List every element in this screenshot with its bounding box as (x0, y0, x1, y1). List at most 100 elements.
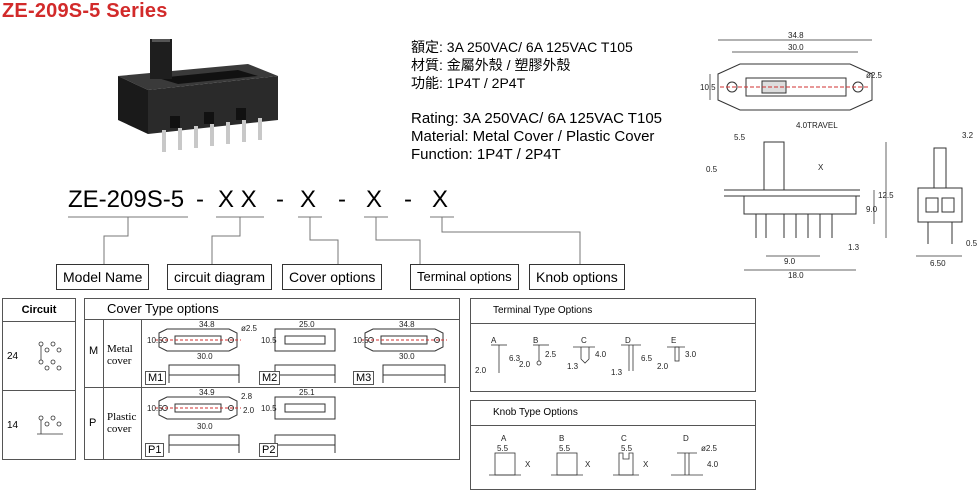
dim-side-width: 6.50 (930, 259, 946, 268)
terminal-c-dim-width: 1.3 (567, 362, 579, 371)
terminal-a-dim-length: 6.3 (509, 354, 521, 363)
dim-front-offset: 0.5 (706, 165, 718, 174)
knob-header: Knob Type Options (493, 407, 578, 418)
knob-d-dim-height: 4.0 (707, 460, 719, 469)
spec-en-material: Material: Metal Cover / Plastic Cover (411, 128, 655, 145)
knob-a-dim-x: X (525, 460, 531, 469)
spec-en-rating: Rating: 3A 250VAC/ 6A 125VAC T105 (411, 110, 663, 127)
dim-side-knob: 3.2 (962, 131, 974, 140)
knob-code-a: A (501, 434, 507, 443)
cover-p2-drawing: 25.1 10.5 (261, 388, 336, 453)
terminal-code-e: E (671, 336, 676, 345)
cover-p1-dim-flange: 2.8 (241, 392, 253, 401)
pn-x3: X (432, 186, 449, 213)
knob-code-d: D (683, 434, 689, 443)
circuit-row: 14 (3, 391, 75, 459)
circuit-code-24: 24 (7, 350, 19, 362)
knob-c-dim-x: X (643, 460, 649, 469)
dim-top-hole-pitch: 30.0 (788, 43, 804, 52)
spec-cn-material: 材質: 金屬外殼 / 塑膠外殼 (411, 57, 571, 73)
terminal-c-dim-length: 4.0 (595, 350, 607, 359)
dim-front-travel: 4.0TRAVEL (796, 121, 838, 130)
cover-header: Cover Type options (107, 301, 219, 316)
circuit-row: 24 (3, 322, 75, 391)
cover-option-m1[interactable]: 34.8 ø2.5 10.5 30.0 M1 (145, 320, 258, 385)
label-circuit-diagram: circuit diagram (167, 264, 273, 290)
dim-front-pin: 1.3 (848, 243, 860, 252)
spec-en-function: Function: 1P4T / 2P4T (411, 146, 561, 163)
terminal-a-dim-width: 2.0 (475, 366, 487, 375)
cover-m1-dim-height: 10.5 (147, 336, 163, 345)
terminal-options-panel: Terminal Type Options A 6.3 2.0 B 2.5 2.… (470, 298, 756, 392)
terminal-e-dim-width: 2.0 (657, 362, 669, 371)
specs-en: Rating: 3A 250VAC/ 6A 125VAC T105 Materi… (411, 110, 662, 164)
knob-code-c: C (621, 434, 627, 443)
cover-m3-dim-height: 10.5 (353, 336, 369, 345)
cover-option-p1[interactable]: 34.9 2.8 10.5 30.0 2.0 P1 (145, 388, 255, 457)
cover-m1-code: M1 (145, 371, 167, 385)
circuit-24-diagram-icon (38, 341, 62, 371)
cover-p1-dim-edge: 2.0 (243, 406, 255, 415)
cover-p1-code: P1 (145, 443, 165, 457)
knob-b-dim-x: X (585, 460, 591, 469)
pn-sep1: - (196, 186, 204, 213)
spec-cn-function: 功能: 1P4T / 2P4T (411, 75, 526, 91)
dim-front-body-h: 9.0 (866, 205, 878, 214)
cover-m2-drawing: 25.0 10.5 (261, 320, 336, 383)
cover-m3-code: M3 (353, 371, 375, 385)
knob-a-dim-width: 5.5 (497, 444, 509, 453)
dimension-drawings: 34.8 30.0 10.5 ø2.5 5.5 4.0TRAVEL X 0.5 … (700, 30, 980, 280)
dim-front-x: X (818, 163, 824, 172)
pn-sep2: - (276, 186, 284, 213)
dim-side-pin: 0.5 (966, 239, 978, 248)
cover-option-m3[interactable]: 34.8 10.5 30.0 M3 (353, 320, 457, 385)
terminal-b-dim-width: 2.0 (519, 360, 531, 369)
spec-cn-rating: 額定: 3A 250VAC/ 6A 125VAC T105 (411, 39, 633, 55)
terminal-code-a: A (491, 336, 497, 345)
dim-front-total-h: 12.5 (878, 191, 894, 200)
cover-letter-p: P (89, 417, 97, 429)
knob-d-dim-dia: ø2.5 (701, 444, 718, 453)
label-knob-options: Knob options (529, 264, 625, 290)
circuit-14-diagram-icon (37, 415, 63, 435)
dim-top-hole: ø2.5 (866, 71, 883, 80)
cover-p2-dim-width: 25.1 (299, 388, 315, 397)
circuit-header: Circuit (3, 299, 75, 322)
terminal-d-dim-width: 1.3 (611, 368, 623, 377)
cover-m1-dim-hole: ø2.5 (241, 324, 258, 333)
pn-sep4: - (404, 186, 412, 213)
cover-name-metal: Metal cover (107, 343, 133, 367)
dim-front-pin-span: 9.0 (784, 257, 796, 266)
cover-options-panel: Cover Type options M Metal cover P Plast… (84, 298, 460, 460)
cover-m3-dim-width: 34.8 (399, 320, 415, 329)
pn-x2: X (366, 186, 383, 213)
cover-m3-drawing: 34.8 10.5 30.0 (353, 320, 447, 383)
cover-letter-m: M (89, 345, 99, 357)
cover-p2-dim-height: 10.5 (261, 404, 277, 413)
label-terminal-options: Terminal options (410, 264, 519, 290)
cover-p1-dim-height: 10.5 (147, 404, 163, 413)
cover-option-p2[interactable]: 25.1 10.5 P2 (259, 388, 349, 457)
dim-top-height: 10.5 (700, 83, 716, 92)
cover-m3-dim-pitch: 30.0 (399, 352, 415, 361)
terminal-code-b: B (533, 336, 538, 345)
knob-code-b: B (559, 434, 564, 443)
circuit-panel: Circuit 24 14 (2, 298, 76, 460)
pn-x1: X (300, 186, 317, 213)
label-cover-options: Cover options (282, 264, 383, 290)
cover-m2-code: M2 (259, 371, 281, 385)
cover-m1-dim-pitch: 30.0 (197, 352, 213, 361)
knob-options-panel: Knob Type Options A 5.5 X B 5.5 X C 5.5 … (470, 400, 756, 490)
product-photo (108, 34, 288, 164)
cover-option-m2[interactable]: 25.0 10.5 M2 (259, 320, 349, 385)
cover-p1-drawing: 34.9 2.8 10.5 30.0 2.0 (147, 388, 255, 453)
terminal-header: Terminal Type Options (493, 305, 593, 316)
label-model-name: Model Name (56, 264, 150, 290)
terminal-d-dim-length: 6.5 (641, 354, 653, 363)
terminal-code-d: D (625, 336, 631, 345)
cover-name-plastic: Plastic cover (107, 411, 137, 435)
cover-m2-dim-width: 25.0 (299, 320, 315, 329)
specs-cn: 額定: 3A 250VAC/ 6A 125VAC T105 材質: 金屬外殼 /… (411, 38, 633, 92)
terminal-code-c: C (581, 336, 587, 345)
